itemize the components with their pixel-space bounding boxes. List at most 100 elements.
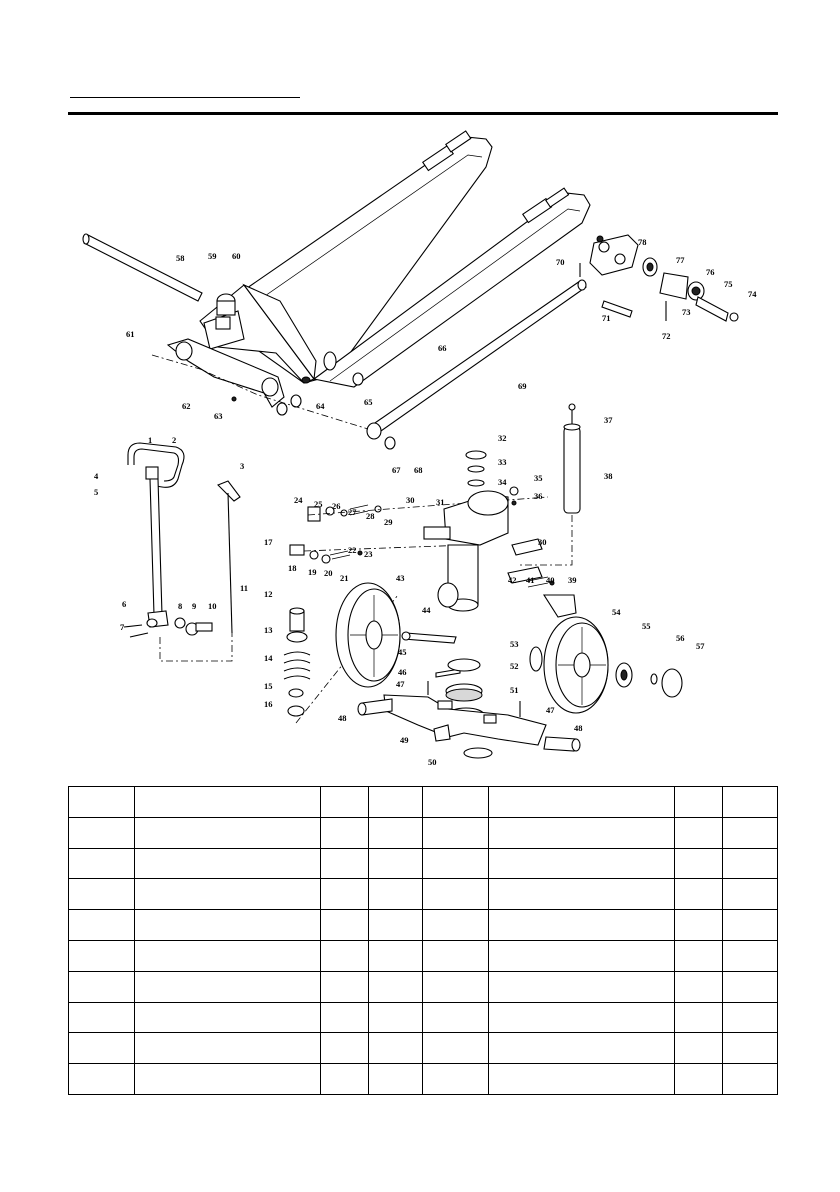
base-frame [357,658,581,759]
table-cell [488,1032,675,1065]
table-cell [320,816,369,849]
callout-28: 28 [366,511,375,521]
callout-26: 26 [332,501,341,511]
callout-48-right: 48 [574,723,583,733]
callout-24: 24 [294,495,303,505]
table-cell [722,1032,778,1065]
callout-68: 68 [414,465,423,475]
rod-58 [82,233,203,302]
table-cell [722,786,778,818]
table-cell [68,1032,135,1065]
left-wheel [335,582,401,688]
table-cell [722,847,778,880]
callout-76: 76 [706,267,715,277]
callout-11: 11 [240,583,248,593]
callout-10: 10 [208,601,217,611]
table-cell [422,847,489,880]
table-cell [674,847,723,880]
page-header-rule [68,112,778,115]
table-cell [68,786,135,818]
callout-8: 8 [178,601,182,611]
callout-53: 53 [510,639,519,649]
table-cell [422,1063,489,1095]
callout-35: 35 [534,473,543,483]
callout-9: 9 [192,601,196,611]
callout-50: 50 [428,757,437,767]
callout-34: 34 [498,477,507,487]
table-cell [134,786,321,818]
callout-64: 64 [316,401,325,411]
callout-40: 40 [546,575,555,585]
table-cell [722,1001,778,1034]
table-cell [488,786,675,818]
table-cell [674,878,723,911]
table-cell [134,970,321,1003]
callout-63: 63 [214,411,223,421]
table-cell [134,909,321,941]
callout-14: 14 [264,653,273,663]
callout-44: 44 [422,605,431,615]
table-cell [722,1063,778,1095]
table-cell [488,970,675,1003]
table-cell [320,970,369,1003]
callout-30-left: 30 [406,495,415,505]
table-cell [674,786,723,818]
parts-list-table [68,786,778,1095]
table-cell [134,816,321,849]
callout-45: 45 [398,647,407,657]
table-cell [368,1032,423,1065]
table-cell [368,939,423,972]
callout-60: 60 [232,251,241,261]
table-cell [674,909,723,941]
table-cell [320,786,369,818]
table-cell [674,1063,723,1095]
table-row [68,970,778,1003]
callout-32: 32 [498,433,507,443]
callout-16: 16 [264,699,273,709]
table-cell [134,878,321,911]
table-cell [674,816,723,849]
wheel-assembly-rear [579,234,739,322]
callout-labels: 1 2 3 4 5 6 7 8 9 10 11 12 13 14 15 16 1… [94,237,757,767]
title-underline [70,97,300,98]
table-cell [488,1001,675,1034]
table-cell [422,786,489,818]
callout-20: 20 [324,568,333,578]
table-row [68,1063,778,1095]
table-cell [368,878,423,911]
push-rod-69 [366,279,587,450]
callout-69: 69 [518,381,527,391]
callout-57: 57 [696,641,705,651]
table-cell [722,909,778,941]
table-row [68,1032,778,1065]
callout-38: 38 [604,471,613,481]
callout-65: 65 [364,397,373,407]
callout-52: 52 [510,661,519,671]
callout-41: 41 [526,575,535,585]
callout-47-right: 47 [546,705,555,715]
table-cell [422,939,489,972]
table-cell [422,1001,489,1034]
table-cell [368,1063,423,1095]
table-cell [488,1063,675,1095]
callout-4: 4 [94,471,99,481]
callout-55: 55 [642,621,651,631]
callout-62: 62 [182,401,191,411]
callout-48-left: 48 [338,713,347,723]
table-cell [368,847,423,880]
table-cell [488,878,675,911]
callout-22: 22 [348,545,357,555]
callout-2: 2 [172,435,176,445]
table-cell [368,786,423,818]
table-cell [320,909,369,941]
table-cell [422,970,489,1003]
callout-37: 37 [604,415,613,425]
table-cell [674,970,723,1003]
callout-18: 18 [288,563,297,573]
table-cell [320,847,369,880]
callout-61: 61 [126,329,135,339]
callout-7: 7 [120,622,125,632]
table-cell [320,939,369,972]
table-cell [68,1063,135,1095]
table-cell [368,909,423,941]
